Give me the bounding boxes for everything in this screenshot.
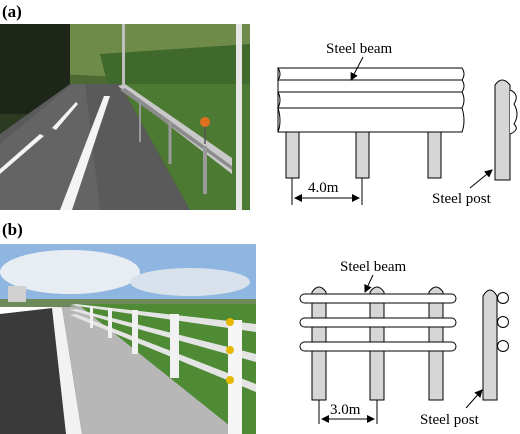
spacing-label-b: 3.0m <box>330 402 361 418</box>
rail-b-bottom <box>299 341 457 352</box>
beam-label-b: Steel beam <box>340 259 407 275</box>
spacing-label-a: 4.0m <box>308 180 339 196</box>
beam-arrow-b <box>364 274 374 293</box>
diagram-a: Steel beam 4.0m Steel post <box>277 41 518 207</box>
beam-label-a: Steel beam <box>326 41 393 57</box>
side-beam-a <box>509 89 518 135</box>
rail-b-top <box>299 293 457 304</box>
panel-b-label: (b) <box>2 220 23 239</box>
post-label-b: Steel post <box>420 412 480 428</box>
w-beam-a <box>277 67 465 133</box>
side-rail-b-middle <box>497 316 509 328</box>
photo-a-mountain-road <box>0 24 250 210</box>
side-post-b <box>482 289 498 401</box>
diagram-b: Steel beam 3.0m Steel post <box>299 259 509 428</box>
side-post-a <box>494 79 511 181</box>
beam-arrow-a <box>350 56 364 81</box>
post-arrow-b <box>465 389 483 409</box>
side-rail-b-bottom <box>497 340 509 352</box>
side-rail-b-top <box>497 292 509 304</box>
photo-b-pipe-guardrail-road <box>0 244 256 434</box>
panel-a-label: (a) <box>2 2 22 21</box>
post-label-a: Steel post <box>432 191 492 207</box>
rail-b-middle <box>299 317 457 328</box>
post-arrow-a <box>469 169 493 189</box>
